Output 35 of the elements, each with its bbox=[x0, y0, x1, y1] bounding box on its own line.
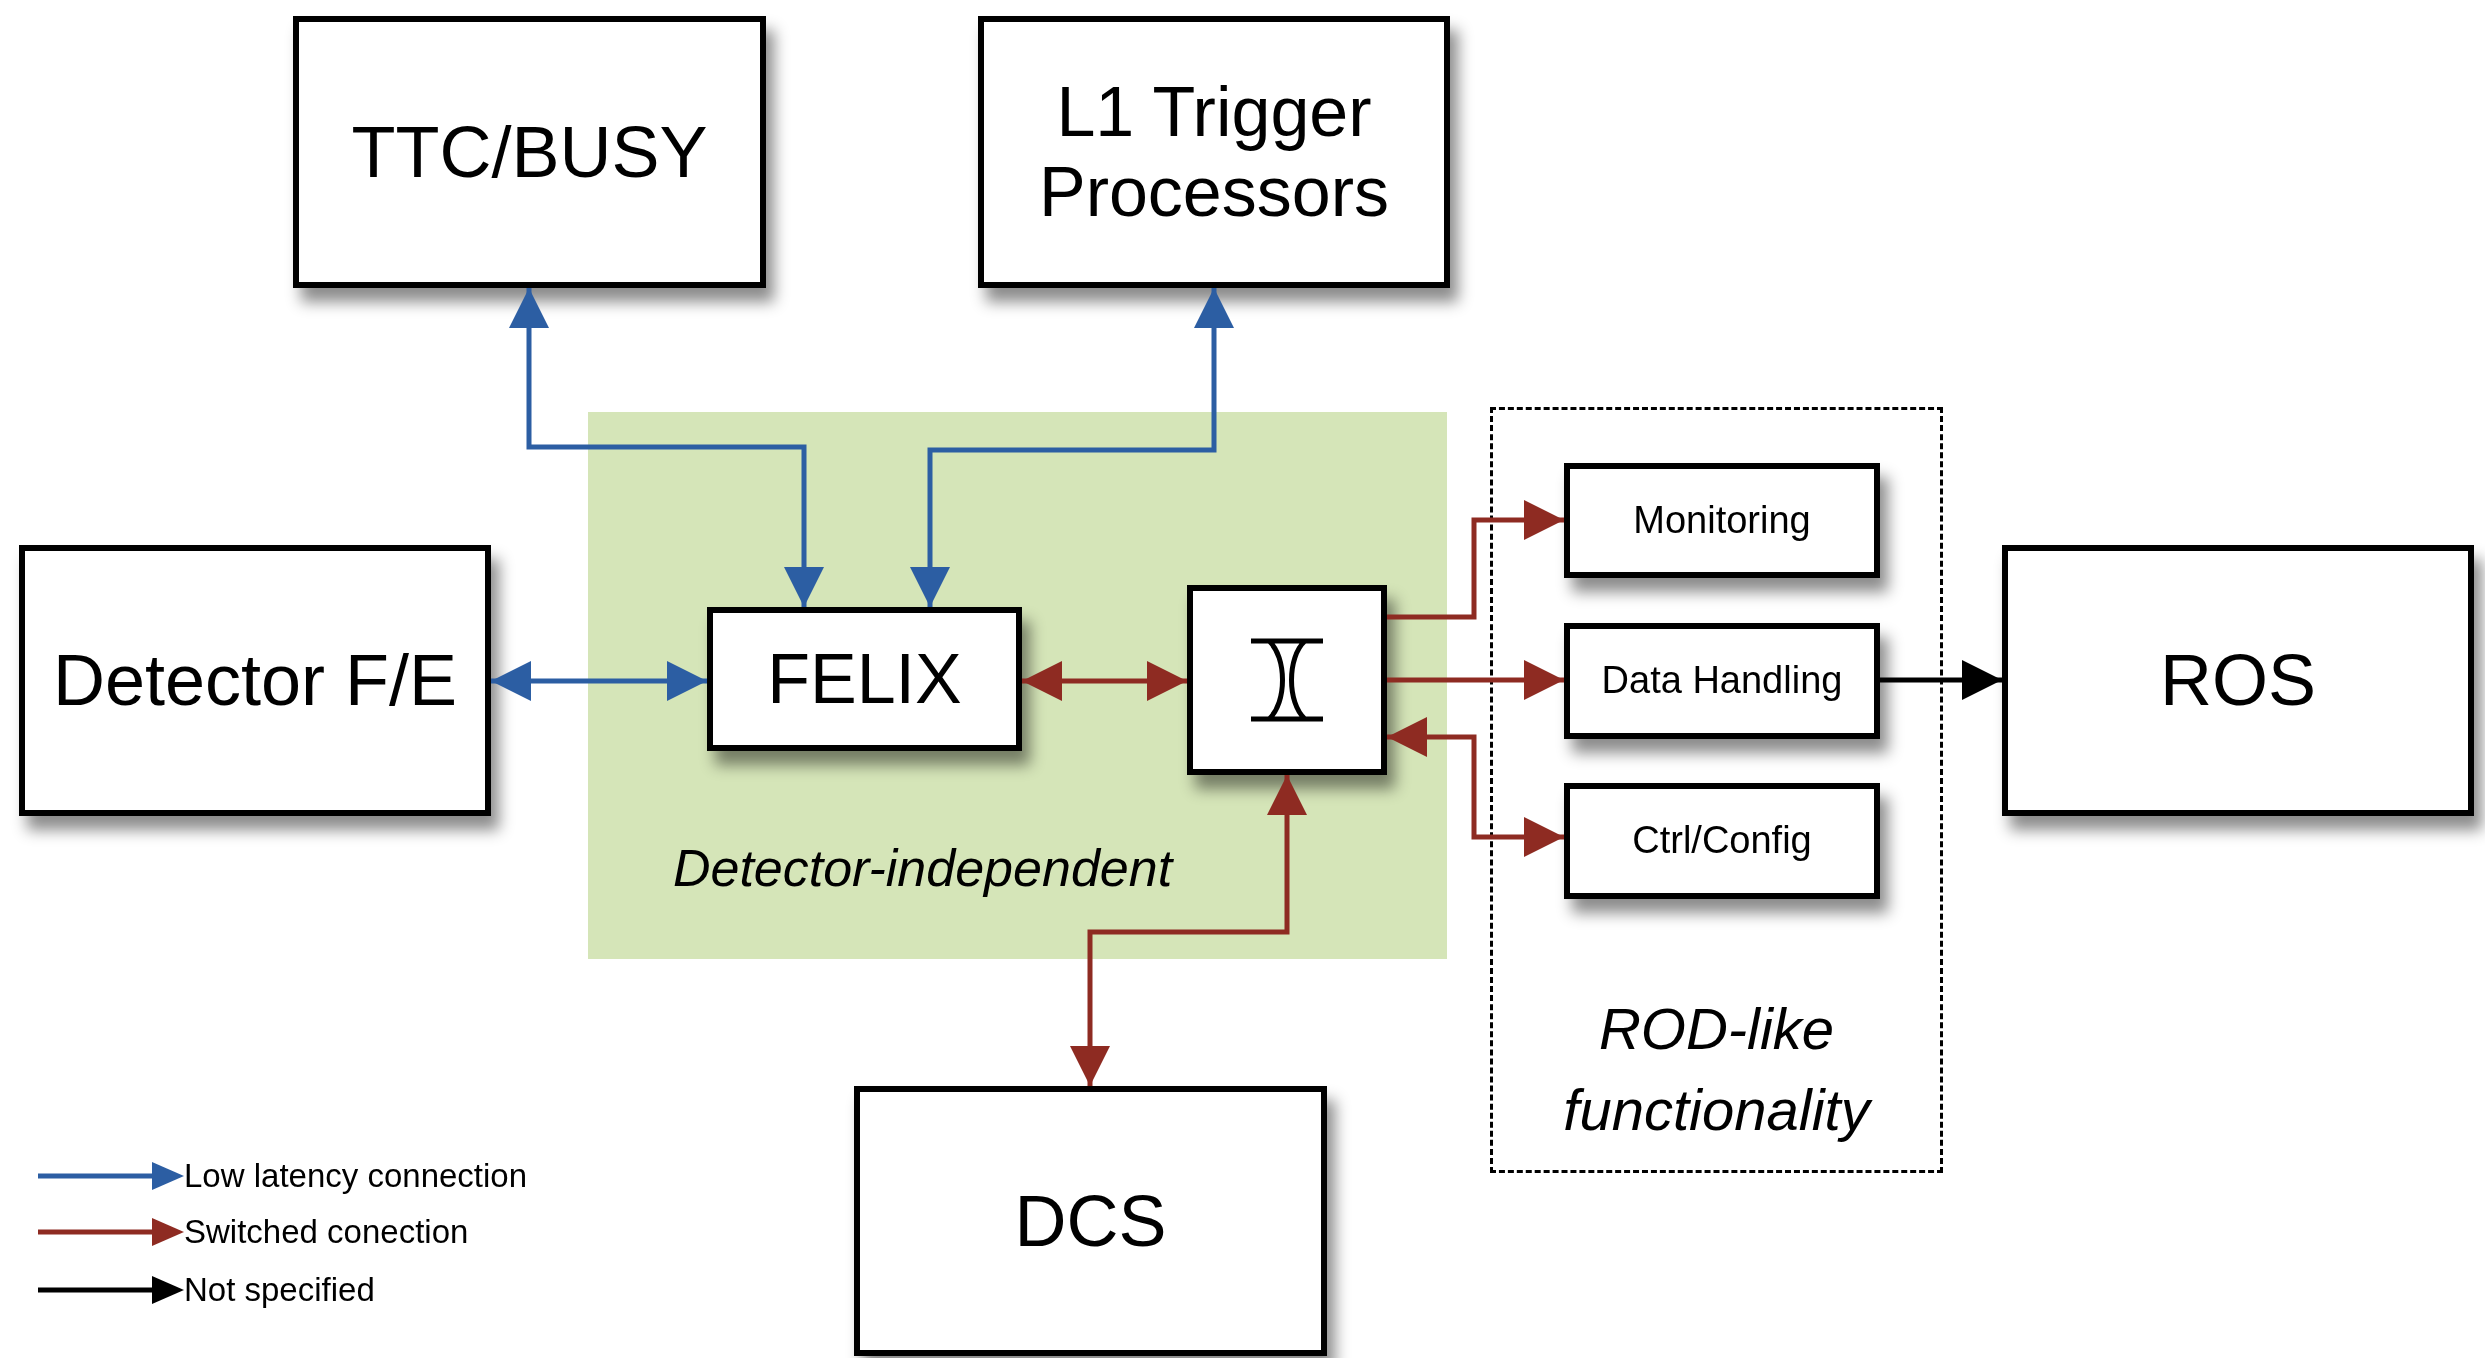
box-label: FELIX bbox=[767, 638, 962, 720]
box-label: Ctrl/Config bbox=[1632, 819, 1812, 863]
arrow bbox=[1387, 717, 1564, 857]
process-box bbox=[978, 16, 1450, 288]
arrow bbox=[910, 288, 1234, 607]
group-label: Detector-independent bbox=[671, 838, 1175, 899]
process-box bbox=[2002, 545, 2474, 816]
dashed-group-box bbox=[1490, 407, 1943, 1173]
arrow bbox=[491, 661, 707, 701]
arrow bbox=[1387, 660, 1564, 700]
arrow bbox=[1387, 500, 1564, 620]
legend-label: Not specified bbox=[184, 1271, 375, 1309]
box-label: L1 Trigger Processors bbox=[1037, 71, 1391, 233]
box-label: DCS bbox=[1014, 1179, 1167, 1263]
legend-label: Switched conection bbox=[184, 1213, 469, 1251]
switch-box bbox=[1187, 585, 1387, 775]
arrow bbox=[1880, 660, 2002, 700]
box-label: ROS bbox=[2160, 639, 2316, 722]
process-box bbox=[707, 607, 1022, 751]
process-box bbox=[1564, 623, 1880, 739]
group-label: ROD-like functionality bbox=[1493, 988, 1940, 1151]
background-panel bbox=[588, 412, 1447, 959]
legend-label: Low latency connection bbox=[184, 1157, 528, 1195]
box-label: Data Handling bbox=[1601, 659, 1843, 703]
box-label: Monitoring bbox=[1633, 498, 1811, 543]
process-box bbox=[1564, 463, 1880, 578]
process-box bbox=[293, 16, 766, 288]
process-box bbox=[854, 1086, 1327, 1356]
arrow bbox=[509, 288, 824, 607]
arrow bbox=[1022, 661, 1187, 701]
box-label: Detector F/E bbox=[52, 639, 458, 722]
process-box bbox=[1564, 783, 1880, 899]
box-label: TTC/BUSY bbox=[351, 110, 708, 194]
arrow bbox=[1070, 775, 1307, 1086]
process-box bbox=[19, 545, 491, 816]
